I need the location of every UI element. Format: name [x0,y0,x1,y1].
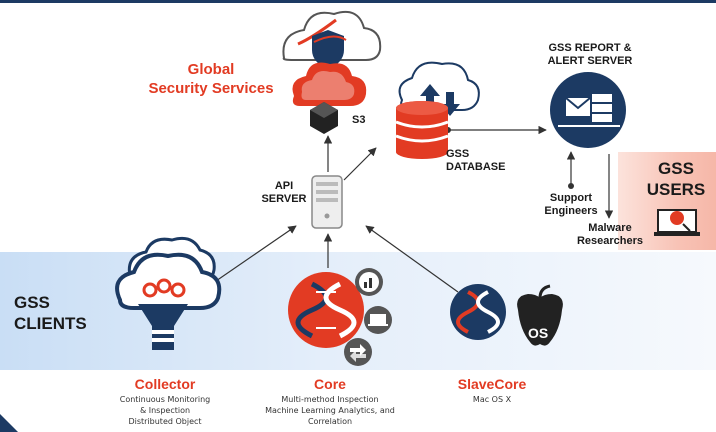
database-cloud-icon [395,61,480,159]
collector-desc-line: & Inspection [139,406,191,415]
support-engineers-label: Support Engineers [538,192,604,218]
arrow-api-to-db [343,147,377,181]
corner-triangle [0,414,18,432]
report-alert-server-icon [550,72,626,148]
report-server-label: GSS REPORT & ALERT SERVER [530,42,650,68]
api-server-label: API SERVER [256,180,312,206]
global-title-line2: Security Services [148,80,274,97]
gss-database-label: GSS DATABASE [446,148,526,174]
gss-users-title: GSS USERS [640,158,712,200]
top-rule [0,0,716,3]
apple-os-badge: OS [528,325,548,341]
laptop-alert-icon [654,209,700,236]
users-title-line2: USERS [646,180,706,199]
core-name: Core [314,376,346,392]
malware-label-line2: Researchers [576,235,644,247]
collector-name: Collector [134,376,196,392]
collector-desc-line: Distributed Object [128,417,202,426]
clients-title-line1: GSS [14,293,50,312]
slavecore-description: Mac OS X [432,394,552,405]
users-title-line1: GSS [658,159,694,178]
malware-label-line1: Malware [588,222,632,234]
slavecore-name: SlaveCore [457,376,527,392]
gss-clients-title: GSS CLIENTS [14,292,87,334]
cube-cloud-icon [292,62,367,134]
slavecore-dna-icon [450,284,506,340]
db-label-line1: GSS [446,148,470,160]
core-desc-line: Machine Learning Analytics, and [265,406,395,415]
arrow-slavecore-to-api [365,225,459,293]
analytics-chart-icon [355,268,383,296]
collector-description: Continuous Monitoring & Inspection Distr… [105,394,225,427]
global-security-services-title: Global Security Services [146,60,276,98]
s3-label: S3 [352,114,366,126]
collector-icon [115,236,222,350]
core-dna-icon [288,272,364,348]
api-label-line1: API [274,180,294,192]
report-label-line1: GSS REPORT & [548,42,632,54]
core-desc-line: Correlation [307,417,353,426]
core-description: Multi-method Inspection Machine Learning… [245,394,415,427]
slavecore-desc-line: Mac OS X [472,395,512,404]
malware-researchers-label: Malware Researchers [570,222,650,248]
shield-cloud-icon [282,10,382,70]
global-title-line1: Global [187,61,235,78]
api-label-line2: SERVER [261,193,307,205]
collector-desc-line: Continuous Monitoring [119,395,211,404]
clients-title-line2: CLIENTS [14,314,87,333]
inspection-laptop-icon [364,306,392,334]
report-label-line2: ALERT SERVER [547,55,633,67]
support-label-line1: Support [549,192,593,204]
core-desc-line: Multi-method Inspection [281,395,379,404]
support-label-line2: Engineers [544,205,598,217]
correlation-arrows-icon [344,338,372,366]
db-label-line2: DATABASE [446,161,506,173]
apple-os-icon [517,284,563,346]
server-tower-icon [311,175,343,229]
